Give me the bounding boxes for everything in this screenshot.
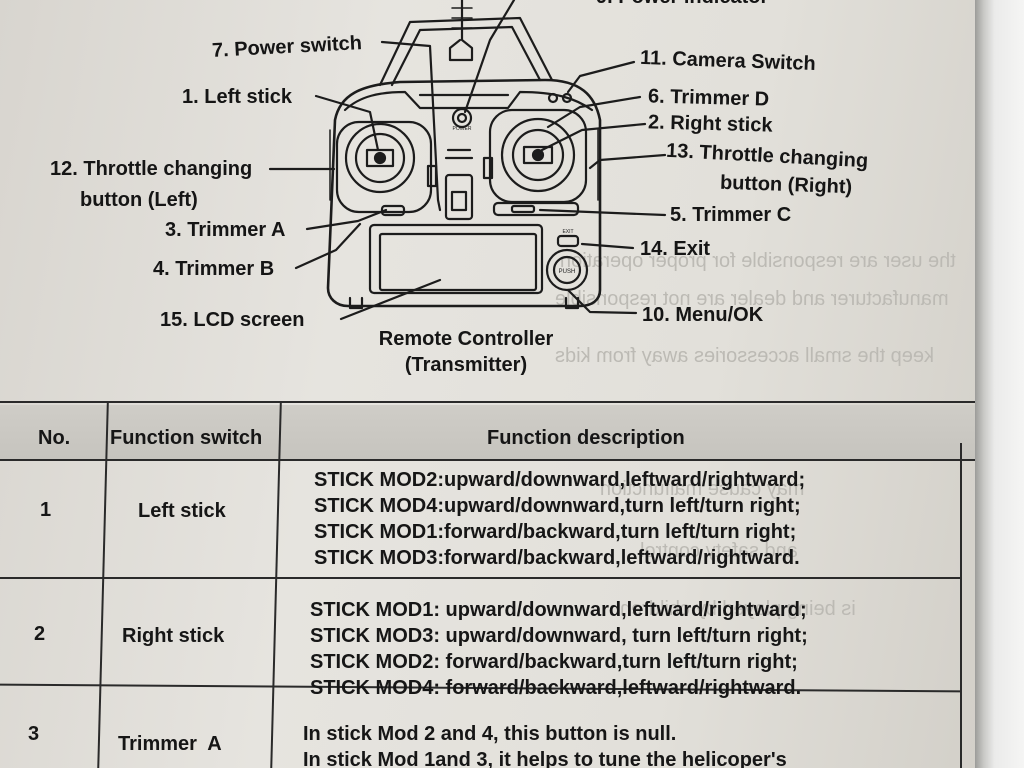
- caption-line-1: Remote Controller: [378, 328, 554, 350]
- row-3-line-2: In stick Mod 1and 3, it helps to tune th…: [303, 749, 787, 768]
- row-3-number: 3: [28, 723, 40, 745]
- row-1-line-4: STICK MOD3:forward/backward,leftward/rig…: [314, 547, 800, 569]
- power-indicator-leader: [463, 0, 516, 114]
- label-exit: 14. Exit: [640, 238, 711, 260]
- label-power-indicator: 9. Power indicator: [596, 0, 768, 9]
- row-2-description: STICK MOD1: upward/downward,leftward/rig…: [310, 597, 808, 701]
- body-outline-drawing: [326, 78, 602, 308]
- label-trimmer-a: 3. Trimmer A: [165, 219, 286, 241]
- row-3-switch: Trimmer A: [118, 733, 222, 755]
- antenna-drawing: [448, 0, 474, 62]
- power-switch-drawing: [451, 107, 473, 129]
- caption-line-2: (Transmitter): [404, 354, 528, 376]
- exit-button-drawing: [556, 234, 580, 248]
- exit-device-text: EXIT: [562, 229, 573, 235]
- row-2-number: 2: [34, 623, 46, 645]
- table-right-border: [960, 443, 962, 768]
- row-divider-1: [0, 577, 962, 579]
- function-table: No. Function switch Function description…: [0, 401, 975, 768]
- row-1-number: 1: [40, 499, 52, 521]
- header-function-switch: Function switch: [110, 427, 263, 449]
- power-device-text: POWER: [453, 126, 472, 132]
- row-2-line-2: STICK MOD3: upward/downward, turn left/t…: [310, 625, 808, 647]
- diagram-caption: Remote Controller (Transmitter): [350, 326, 582, 378]
- row-1-line-2: STICK MOD4:upward/downward,turn left/tur…: [314, 495, 801, 517]
- manual-page: the user are responsible for proper oper…: [0, 0, 975, 768]
- label-throttle-left-2: button (Left): [80, 189, 198, 211]
- label-lcd-screen: 15. LCD screen: [160, 309, 305, 331]
- row-1-line-3: STICK MOD1:forward/backward,turn left/tu…: [314, 521, 797, 543]
- center-slider-drawing: [444, 173, 474, 221]
- lcd-screen-drawing: [368, 223, 544, 295]
- row-2-switch: Right stick: [122, 625, 225, 647]
- label-throttle-left-1: 12. Throttle changing: [50, 158, 253, 180]
- label-left-stick: 1. Left stick: [182, 86, 293, 108]
- row-2-line-3: STICK MOD2: forward/backward,turn left/t…: [310, 651, 798, 673]
- row-3-description: In stick Mod 2 and 4, this button is nul…: [303, 721, 787, 768]
- table-header-row: [0, 405, 975, 461]
- trimmer-c-drawing: [492, 201, 580, 217]
- row-2-line-1: STICK MOD1: upward/downward,leftward/rig…: [310, 599, 807, 621]
- booklet-edge: [975, 0, 1024, 768]
- label-menu-ok: 10. Menu/OK: [642, 304, 764, 326]
- handle-drawing: [378, 16, 554, 87]
- label-trimmer-b: 4. Trimmer B: [153, 258, 275, 280]
- power-switch-leader: [380, 40, 442, 212]
- row-1-switch: Left stick: [138, 500, 226, 522]
- label-trimmer-d: 6. Trimmer D: [647, 85, 770, 111]
- remote-controller-diagram: POWER PUSH EXIT: [268, 0, 667, 321]
- label-throttle-right-2: button (Right): [719, 171, 853, 199]
- label-right-stick: 2. Right stick: [647, 111, 773, 137]
- push-device-text: PUSH: [559, 269, 576, 275]
- row-3-line-1: In stick Mod 2 and 4, this button is nul…: [303, 723, 677, 745]
- header-function-description: Function description: [487, 427, 685, 449]
- row-2-line-4: STICK MOD4: forward/backward,leftward/ri…: [310, 677, 802, 699]
- header-no: No.: [38, 427, 71, 449]
- row-1-description: STICK MOD2:upward/downward,leftward/righ…: [314, 467, 805, 571]
- label-trimmer-c: 5. Trimmer C: [670, 204, 792, 226]
- row-1-line-1: STICK MOD2:upward/downward,leftward/righ…: [314, 469, 806, 491]
